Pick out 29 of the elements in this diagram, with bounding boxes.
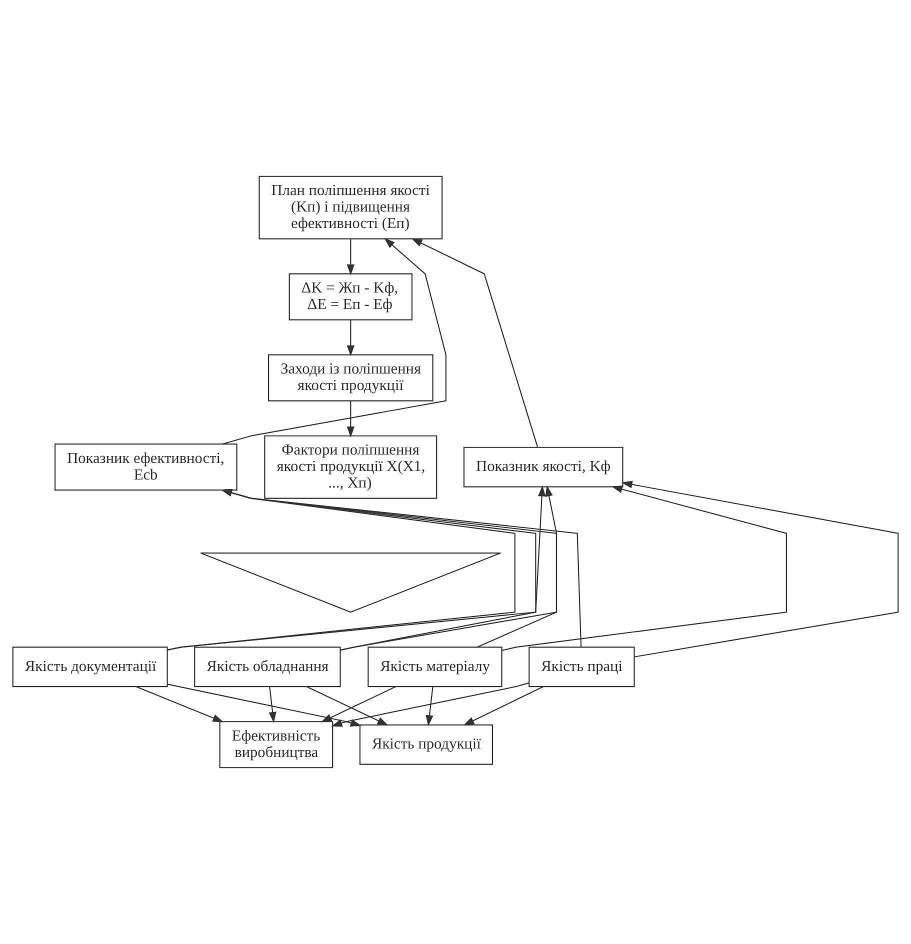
arrow [621,480,899,658]
arrow [268,686,276,723]
node-box: Якість продукції [359,724,493,765]
arrow [331,682,530,727]
node-box: Якість праці [528,646,635,688]
arrow [426,686,434,726]
arrow [320,686,396,722]
arrow [136,686,224,722]
arrow [306,686,388,726]
arrow [502,486,787,651]
node-arrow [200,552,502,613]
node-box: Заходи із поліпшення якості продукції [268,354,434,402]
arrow [346,320,354,356]
node-box: Якість документації [12,646,168,688]
node-box: Показник якості, Kф [463,446,624,488]
node-box: План поліпшення якості (Kп) і підвищення ефективності (Eп) [258,176,443,240]
arrow [411,238,538,448]
arrow [167,684,362,727]
arrow [222,238,446,445]
node-box: Фактори поліпшення якості продукції X(X1, ..., Xп) [264,435,438,499]
node-box: Якість матеріалу [368,646,502,688]
arrow [340,485,558,651]
node-box: Якість обладнання [194,646,341,688]
arrow [346,239,354,276]
node-box: ΔK = Жп - Kф, ΔE = Eп - Eф [288,273,413,320]
arrow [463,686,544,726]
node-box: Показник ефективності, Ecb [54,444,238,491]
arrow [346,400,354,438]
node-box: Ефективність виробництва [219,721,334,768]
